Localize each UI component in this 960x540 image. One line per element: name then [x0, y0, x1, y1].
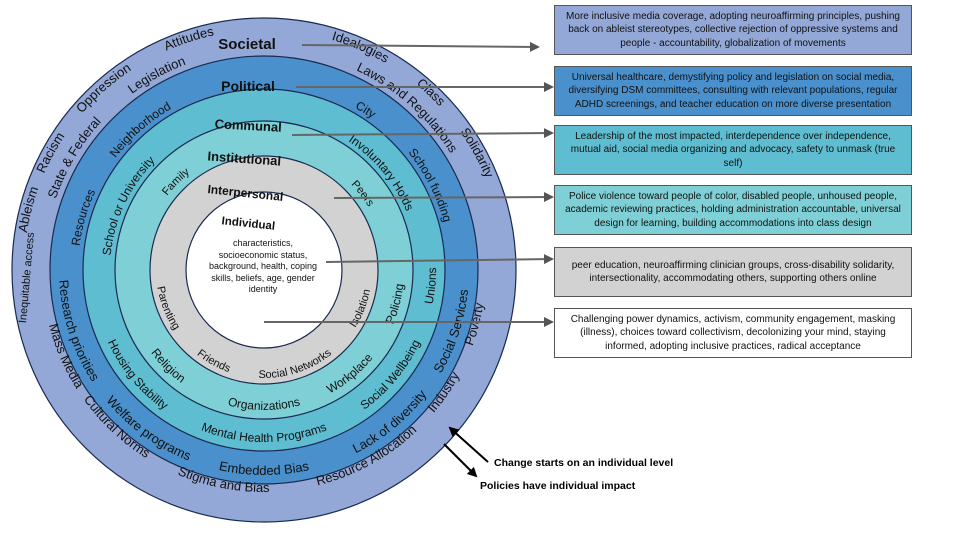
arrow-change-up — [448, 426, 489, 463]
individual-title: Individual — [221, 215, 276, 233]
note-interpersonal: peer education, neuroaffirming clinician… — [554, 247, 912, 297]
individual-description: characteristics, socioeconomic status, b… — [208, 238, 318, 294]
note-communal: Leadership of the most impacted, interde… — [554, 125, 912, 175]
political-title: Political — [221, 78, 275, 94]
ring-label: Embedded Bias — [218, 458, 311, 478]
individual-ring — [185, 191, 343, 349]
caption-policies: Policies have individual impact — [480, 480, 636, 492]
note-individual: Challenging power dynamics, activism, co… — [554, 308, 912, 358]
arrow-communal — [291, 128, 554, 139]
note-political: Universal healthcare, demystifying polic… — [554, 66, 912, 116]
ring-label: Organizations — [227, 394, 302, 413]
arrow-institutional — [333, 192, 554, 203]
institutional-title: Institutional — [207, 148, 282, 168]
arrow-societal — [301, 41, 540, 52]
caption-change: Change starts on an individual level — [494, 457, 674, 469]
arrow-policies-down — [443, 443, 478, 478]
communal-title: Communal — [214, 116, 282, 134]
ring-label: Unions — [422, 267, 439, 305]
arrow-interpersonal — [325, 254, 554, 265]
note-institutional: Police violence toward people of color, … — [554, 185, 912, 235]
note-societal: More inclusive media coverage, adopting … — [554, 5, 912, 55]
societal-title: Societal — [218, 36, 276, 53]
